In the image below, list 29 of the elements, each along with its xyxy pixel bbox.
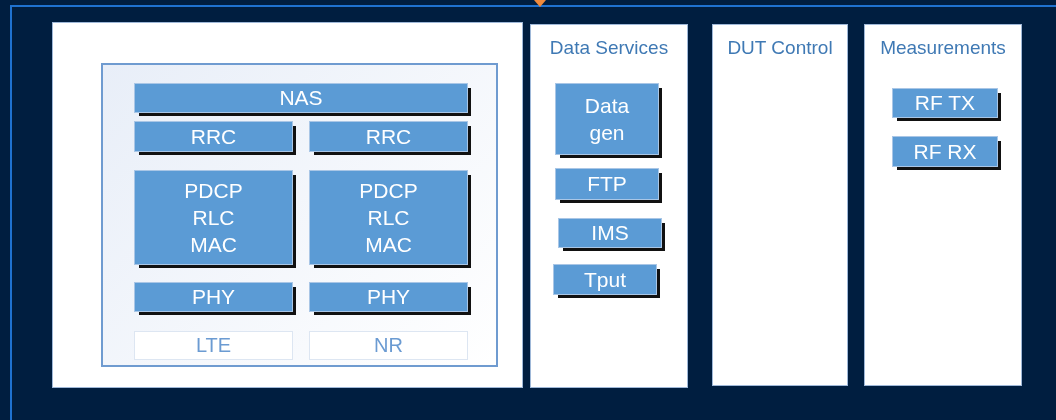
layer-block: IMS (558, 218, 662, 248)
layer-block: RF RX (892, 136, 998, 167)
stack-label-box: LTE (134, 331, 293, 360)
panel-title: Data Services (548, 37, 670, 59)
panel-title: Measurements (879, 37, 1007, 59)
panel (52, 22, 523, 388)
layer-block: RRC (309, 121, 468, 152)
layer-block (309, 170, 468, 265)
panel (864, 24, 1022, 386)
layer-block: PHY (134, 282, 293, 312)
panel-title: DUT Control (726, 37, 834, 59)
stack-label-box: NR (309, 331, 468, 360)
panel (530, 24, 688, 388)
layer-block: RRC (134, 121, 293, 152)
layer-name: MAC (190, 232, 237, 259)
layer-name: PDCP (359, 177, 418, 204)
layer-block: Data gen (555, 83, 659, 155)
layer-name: MAC (365, 232, 412, 259)
layer-name: RLC (192, 204, 235, 231)
layer-name: RLC (367, 204, 410, 231)
layer-name: PDCP (184, 177, 243, 204)
protocol-stack-panel (101, 63, 498, 367)
layer-block: Tput (553, 264, 657, 295)
layer-block (134, 170, 293, 265)
layer-block: FTP (555, 168, 659, 200)
panel (712, 24, 848, 386)
layer-block: RF TX (892, 88, 998, 118)
layer-block: PHY (309, 282, 468, 312)
layer-block: NAS (134, 83, 468, 113)
